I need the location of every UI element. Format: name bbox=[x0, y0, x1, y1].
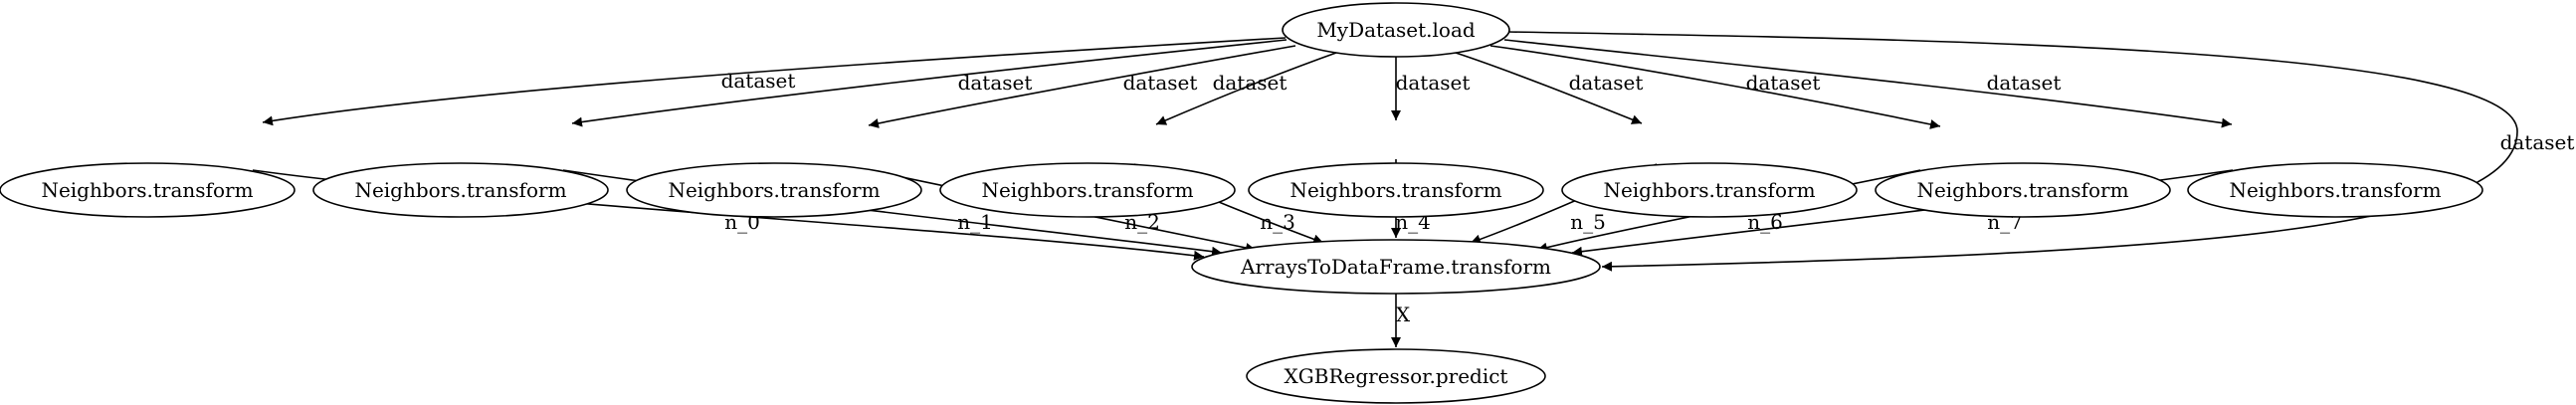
node-n5: Neighbors.transform bbox=[1561, 162, 1858, 218]
edge-a2df-xgb: X bbox=[1391, 294, 1411, 347]
edge-label: n_1 bbox=[957, 210, 993, 234]
node-ellipse bbox=[626, 162, 922, 218]
node-ellipse bbox=[1191, 239, 1601, 295]
node-label: Neighbors.transform bbox=[1916, 178, 2128, 202]
node-a2df: ArraysToDataFrame.transform bbox=[1191, 239, 1601, 295]
edge-label: dataset bbox=[1569, 71, 1644, 95]
edge-label: dataset bbox=[1746, 71, 1821, 95]
edge-label: dataset bbox=[2500, 130, 2575, 154]
node-label: MyDataset.load bbox=[1316, 18, 1476, 42]
node-ellipse bbox=[1246, 348, 1546, 404]
node-label: Neighbors.transform bbox=[1603, 178, 1815, 202]
edge-load-n4: dataset bbox=[1391, 57, 1471, 120]
edge-load-n1: dataset bbox=[571, 39, 1288, 127]
node-ellipse bbox=[0, 162, 296, 218]
edge-load-n5: dataset bbox=[1455, 52, 1644, 124]
node-label: XGBRegressor.predict bbox=[1285, 364, 1508, 388]
edge-line bbox=[262, 37, 1287, 126]
edge-line bbox=[1155, 52, 1337, 125]
edge-label: dataset bbox=[958, 71, 1033, 95]
node-label: Neighbors.transform bbox=[41, 178, 253, 202]
node-xgb: XGBRegressor.predict bbox=[1246, 348, 1546, 404]
node-ellipse bbox=[2187, 162, 2483, 218]
edge-line bbox=[1455, 52, 1643, 124]
edge-line bbox=[571, 39, 1288, 127]
edge-line bbox=[1503, 39, 2233, 128]
node-label: Neighbors.transform bbox=[981, 178, 1193, 202]
node-label: Neighbors.transform bbox=[354, 178, 566, 202]
edge-line bbox=[1507, 31, 2518, 272]
node-load: MyDataset.load bbox=[1282, 2, 1510, 58]
node-n6: Neighbors.transform bbox=[1875, 162, 2171, 218]
node-ellipse bbox=[1561, 162, 1858, 218]
node-ellipse bbox=[1248, 162, 1544, 218]
node-ellipse bbox=[939, 162, 1236, 218]
edge-load-n7: dataset bbox=[1503, 39, 2233, 128]
edge-label: n_5 bbox=[1570, 210, 1606, 234]
edge-label: dataset bbox=[1213, 71, 1288, 95]
node-n3: Neighbors.transform bbox=[939, 162, 1236, 218]
node-label: ArraysToDataFrame.transform bbox=[1240, 255, 1551, 279]
node-label: Neighbors.transform bbox=[2229, 178, 2441, 202]
edge-load-n0: dataset bbox=[262, 37, 1287, 126]
edge-line bbox=[868, 45, 1296, 128]
edge-load-n3: dataset bbox=[1155, 52, 1337, 125]
node-n7: Neighbors.transform bbox=[2187, 162, 2483, 218]
edge-label: dataset bbox=[1396, 71, 1471, 95]
edge-load-n2: dataset bbox=[868, 45, 1296, 128]
node-ellipse bbox=[1875, 162, 2171, 218]
edge-label: dataset bbox=[721, 69, 796, 93]
node-n0: Neighbors.transform bbox=[0, 162, 296, 218]
edge-label: dataset bbox=[1123, 71, 1198, 95]
edge-load-a2df: dataset bbox=[1507, 31, 2575, 272]
node-ellipse bbox=[1282, 2, 1510, 58]
edge-load-n6: dataset bbox=[1489, 45, 1941, 129]
edges-layer: dataset dataset dataset dataset dataset datas… bbox=[252, 31, 2575, 347]
edge-label: X bbox=[1396, 303, 1411, 326]
edge-line bbox=[1489, 45, 1941, 129]
node-n1: Neighbors.transform bbox=[312, 162, 609, 218]
edge-label: n_3 bbox=[1260, 210, 1295, 234]
node-label: Neighbors.transform bbox=[1289, 178, 1501, 202]
node-n4: Neighbors.transform bbox=[1248, 162, 1544, 218]
node-n2: Neighbors.transform bbox=[626, 162, 922, 218]
node-label: Neighbors.transform bbox=[668, 178, 880, 202]
edge-label: dataset bbox=[1987, 71, 2062, 95]
node-ellipse bbox=[312, 162, 609, 218]
